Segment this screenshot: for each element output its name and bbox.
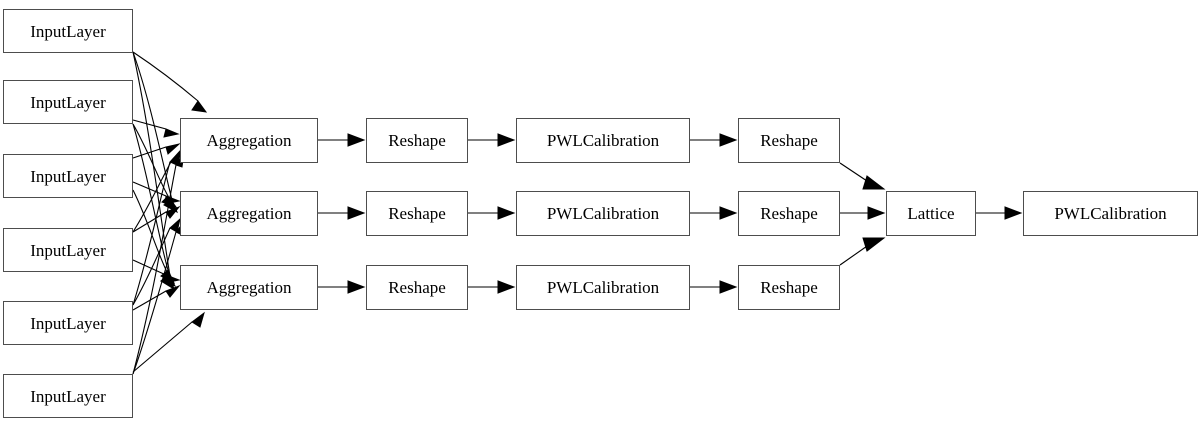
node-input-layer-6[interactable]: InputLayer bbox=[3, 374, 133, 418]
edge-input3-aggregation2 bbox=[132, 181, 181, 205]
node-reshape-a2[interactable]: Reshape bbox=[366, 191, 468, 236]
edge-reshapeb1-lattice bbox=[839, 162, 886, 190]
edge-reshapea1-pwl1 bbox=[468, 133, 516, 147]
node-pwl-calibration-1[interactable]: PWLCalibration bbox=[516, 118, 690, 163]
edge-reshapeb2-lattice bbox=[840, 206, 886, 220]
edge-reshapea2-pwl2 bbox=[468, 206, 516, 220]
node-output-pwl-calibration[interactable]: PWLCalibration bbox=[1023, 191, 1198, 236]
node-input-layer-3[interactable]: InputLayer bbox=[3, 154, 133, 198]
node-reshape-b2[interactable]: Reshape bbox=[738, 191, 840, 236]
node-reshape-a3[interactable]: Reshape bbox=[366, 265, 468, 310]
edge-input5-aggregation2 bbox=[132, 217, 181, 306]
edge-input2-aggregation2 bbox=[132, 123, 178, 209]
edge-input2-aggregation1 bbox=[132, 119, 180, 138]
edge-input4-aggregation3 bbox=[132, 259, 181, 284]
edge-aggregation3-reshapea3 bbox=[318, 280, 366, 294]
edge-input3-aggregation3 bbox=[132, 189, 177, 287]
edge-pwl2-reshapeb2 bbox=[690, 206, 738, 220]
edge-pwl3-reshapeb3 bbox=[690, 280, 738, 294]
edge-input4-aggregation2 bbox=[132, 205, 181, 233]
edge-input2-aggregation3 bbox=[132, 123, 176, 285]
edge-input4-aggregation1 bbox=[132, 148, 182, 233]
node-input-layer-5[interactable]: InputLayer bbox=[3, 301, 133, 345]
node-input-layer-4[interactable]: InputLayer bbox=[3, 228, 133, 272]
node-input-layer-2[interactable]: InputLayer bbox=[3, 80, 133, 124]
edge-input1-aggregation1 bbox=[132, 51, 208, 113]
edge-input5-aggregation1 bbox=[132, 149, 181, 306]
edge-reshapea3-pwl3 bbox=[468, 280, 516, 294]
edge-input3-aggregation1 bbox=[132, 143, 181, 159]
node-aggregation-3[interactable]: Aggregation bbox=[180, 265, 318, 310]
edge-input6-aggregation1 bbox=[132, 152, 185, 375]
node-pwl-calibration-2[interactable]: PWLCalibration bbox=[516, 191, 690, 236]
edge-aggregation1-reshapea1 bbox=[318, 133, 366, 147]
edge-input1-aggregation3 bbox=[132, 51, 175, 291]
node-aggregation-2[interactable]: Aggregation bbox=[180, 191, 318, 236]
node-pwl-calibration-3[interactable]: PWLCalibration bbox=[516, 265, 690, 310]
edge-pwl1-reshapeb1 bbox=[690, 133, 738, 147]
edge-aggregation2-reshapea2 bbox=[318, 206, 366, 220]
node-lattice[interactable]: Lattice bbox=[886, 191, 976, 236]
node-input-layer-1[interactable]: InputLayer bbox=[3, 9, 133, 53]
edge-input5-aggregation3 bbox=[132, 284, 181, 311]
edge-input6-aggregation2 bbox=[132, 220, 186, 375]
node-aggregation-1[interactable]: Aggregation bbox=[180, 118, 318, 163]
edge-lattice-output bbox=[976, 206, 1023, 220]
node-reshape-b3[interactable]: Reshape bbox=[738, 265, 840, 310]
node-reshape-b1[interactable]: Reshape bbox=[738, 118, 840, 163]
edge-reshapeb3-lattice bbox=[839, 237, 886, 266]
edge-input6-aggregation3 bbox=[132, 311, 205, 373]
edge-input1-aggregation2 bbox=[132, 51, 179, 214]
node-reshape-a1[interactable]: Reshape bbox=[366, 118, 468, 163]
